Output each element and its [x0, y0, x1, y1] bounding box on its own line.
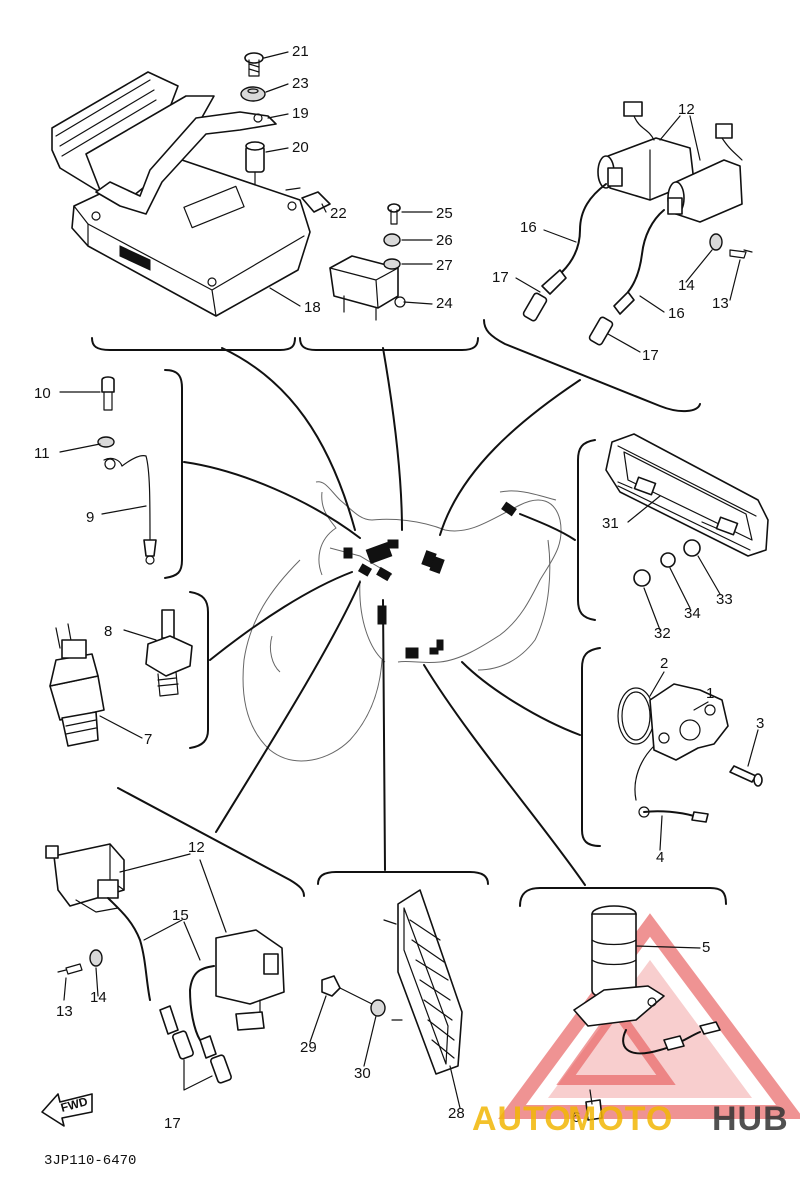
- callout-7: 7: [144, 731, 152, 748]
- nut-32: [633, 569, 651, 587]
- watermark-logo: [498, 913, 800, 1119]
- callout-14-top: 14: [678, 277, 695, 294]
- callout-23: 23: [292, 75, 309, 92]
- fuel-sender-unit: [591, 913, 637, 1000]
- callout-17-bottom: 17: [164, 1115, 181, 1132]
- relay-assembly: [329, 203, 406, 321]
- sensor-assembly: [49, 609, 193, 747]
- watermark-text-moto: MOTO: [568, 1100, 673, 1138]
- callout-5: 5: [702, 939, 710, 956]
- callout-leaders: [59, 51, 759, 1109]
- fwd-label: FWD: [59, 1094, 89, 1115]
- callout-22: 22: [330, 205, 347, 222]
- neutral-switch-assembly: [617, 683, 763, 823]
- bolt-10: [101, 376, 115, 393]
- callout-33: 33: [716, 591, 733, 608]
- callout-16-top-a: 16: [520, 219, 537, 236]
- washer-30: [370, 999, 386, 1017]
- motorcycle-frame-outline: [242, 481, 562, 762]
- ignition-coils-top: [522, 101, 753, 346]
- callout-21: 21: [292, 43, 309, 60]
- callout-6: 6: [572, 1109, 580, 1126]
- washer-34: [660, 552, 676, 568]
- callout-numbers: 21 23 19 20 22 18 25 26 27 24 12 16 17 1…: [34, 43, 764, 1132]
- callout-10: 10: [34, 385, 51, 402]
- bolt: [244, 52, 264, 64]
- side-reflector-assembly: [321, 889, 463, 1075]
- callout-12-top: 12: [678, 101, 695, 118]
- fuel-sender-assembly: [573, 905, 721, 1121]
- callout-1: 1: [706, 685, 714, 702]
- group-brackets: [91, 319, 727, 907]
- washer-33: [683, 539, 701, 557]
- rear-reflector-assembly: [605, 433, 769, 587]
- callout-8: 8: [104, 623, 112, 640]
- document-code: 3JP110-6470: [44, 1153, 136, 1169]
- ground-lead-assembly: [97, 376, 157, 565]
- oil-pressure-switch: [161, 609, 175, 639]
- screw: [387, 203, 401, 213]
- callout-32: 32: [654, 625, 671, 642]
- callout-26: 26: [436, 232, 453, 249]
- grommet-26: [383, 233, 401, 247]
- watermark-text: AUTO MOTO HUB: [472, 1100, 789, 1138]
- nut-27: [383, 258, 401, 270]
- washer-11: [97, 436, 115, 448]
- callout-24: 24: [436, 295, 453, 312]
- watermark-text-hub: HUB: [712, 1100, 789, 1138]
- callout-3: 3: [756, 715, 764, 732]
- callout-29: 29: [300, 1039, 317, 1056]
- fwd-arrow-icon: FWD: [41, 1093, 93, 1127]
- ignition-coils-bottom: [45, 843, 285, 1084]
- callout-16-top-b: 16: [668, 305, 685, 322]
- callout-12-bottom: 12: [188, 839, 205, 856]
- clip: [301, 191, 331, 213]
- callout-28: 28: [448, 1105, 465, 1122]
- callout-11: 11: [34, 445, 50, 462]
- neutral-switch: [649, 683, 729, 761]
- nut-29: [321, 975, 341, 997]
- callout-4: 4: [656, 849, 664, 866]
- igniter-unit-assembly: [51, 52, 331, 317]
- callout-27: 27: [436, 257, 453, 274]
- relay: [329, 255, 399, 309]
- callout-13-bottom: 13: [56, 1003, 73, 1020]
- callout-9: 9: [86, 509, 94, 526]
- callout-17-top-b: 17: [642, 347, 659, 364]
- callout-2: 2: [660, 655, 668, 672]
- callout-20: 20: [292, 139, 309, 156]
- callout-25: 25: [436, 205, 453, 222]
- group-leader-lines: [183, 347, 586, 886]
- callout-18: 18: [304, 299, 321, 316]
- callout-31: 31: [602, 515, 619, 532]
- grommet: [240, 86, 266, 102]
- callout-34: 34: [684, 605, 701, 622]
- o-ring: [617, 687, 655, 745]
- callout-17-top-a: 17: [492, 269, 509, 286]
- callout-15: 15: [172, 907, 189, 924]
- callout-14-bottom: 14: [90, 989, 107, 1006]
- callout-30: 30: [354, 1065, 371, 1082]
- callout-13-top: 13: [712, 295, 729, 312]
- screw-6: [585, 1099, 603, 1121]
- callout-19: 19: [292, 105, 309, 122]
- watermark-text-auto: AUTO: [472, 1100, 572, 1138]
